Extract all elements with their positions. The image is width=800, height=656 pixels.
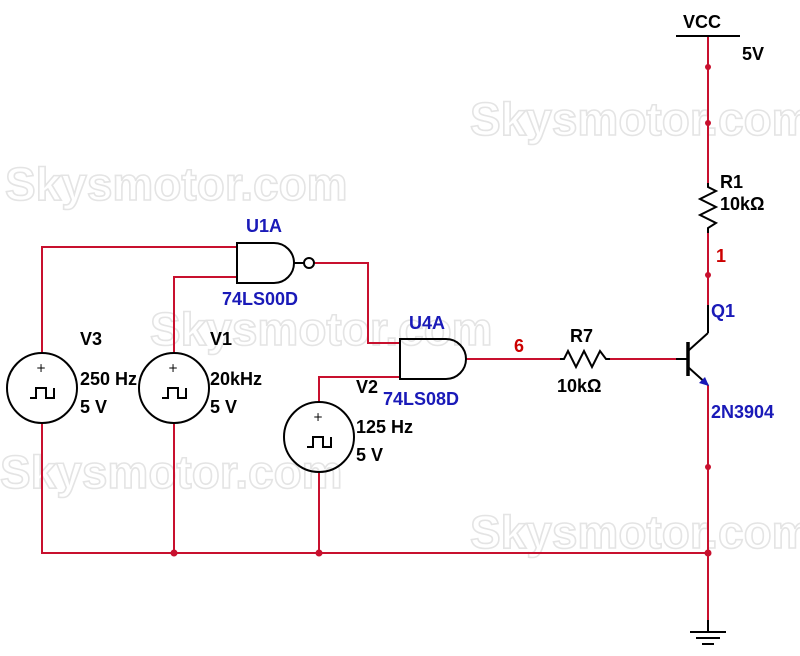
v1-frequency: 20kHz [210, 369, 262, 389]
u1a-ref: U1A [246, 216, 282, 236]
plus-icon: + [168, 361, 178, 375]
u4a-ref: U4A [409, 313, 445, 333]
gate-u1a: U1A 74LS00D [222, 216, 315, 309]
nand-gate-body [236, 242, 295, 284]
resistor-r1-zigzag [697, 183, 719, 233]
junction-dot [704, 549, 712, 557]
transistor-q1: Q1 2N3904 [676, 301, 774, 422]
q1-ref: Q1 [711, 301, 735, 321]
vcc-label: VCC [683, 12, 721, 32]
watermark: Skysmotor.com [470, 93, 800, 145]
and-gate-body [399, 338, 467, 380]
v2-frequency: 125 Hz [356, 417, 413, 437]
junction-dot [705, 64, 711, 70]
source-v1: + V1 20kHz 5 V [138, 329, 262, 424]
resistor-r7: R7 10kΩ [557, 326, 610, 396]
watermark: Skysmotor.com [150, 303, 493, 355]
q1-model: 2N3904 [711, 402, 774, 422]
resistor-r1: R1 10kΩ [697, 172, 764, 233]
gate-u4a: U4A 74LS08D [383, 313, 467, 409]
wire-v2-and [318, 376, 400, 402]
r1-value: 10kΩ [720, 194, 764, 214]
watermark: Skysmotor.com [0, 446, 343, 498]
vcc-voltage: 5V [742, 44, 764, 64]
junction-dot [170, 549, 178, 557]
wire-v3-nand [41, 246, 237, 353]
wire-ground-bus [41, 423, 708, 554]
v3-frequency: 250 Hz [80, 369, 137, 389]
v1-ref: V1 [210, 329, 232, 349]
r7-ref: R7 [570, 326, 593, 346]
square-wave-icon [307, 436, 332, 448]
v2-amplitude: 5 V [356, 445, 383, 465]
ground-icon [690, 620, 726, 645]
square-wave-icon [162, 387, 187, 399]
watermarks: Skysmotor.com Skysmotor.com Skysmotor.co… [0, 92, 800, 559]
nand-inversion-bubble [303, 257, 315, 269]
plus-icon: + [36, 361, 46, 375]
v1-amplitude: 5 V [210, 397, 237, 417]
junction-dot [705, 120, 711, 126]
square-wave-icon [30, 387, 55, 399]
v2-source-circle [283, 401, 355, 473]
q1-collector-lead [687, 332, 709, 352]
v3-amplitude: 5 V [80, 397, 107, 417]
plus-icon: + [313, 410, 323, 424]
junction-dot [315, 549, 323, 557]
junction-dot [705, 272, 711, 278]
u1a-model: 74LS00D [222, 289, 298, 309]
source-v2: + V2 125 Hz 5 V [283, 377, 413, 473]
vcc-supply: VCC 5V [676, 12, 764, 64]
v2-ref: V2 [356, 377, 378, 397]
watermark: Skysmotor.com [5, 158, 348, 210]
v3-source-circle [6, 352, 78, 424]
v3-ref: V3 [80, 329, 102, 349]
net-label-6: 6 [514, 336, 524, 356]
junctions [170, 64, 712, 557]
wire-v1-nand [173, 276, 237, 353]
r1-ref: R1 [720, 172, 743, 192]
junction-dot [705, 464, 711, 470]
net-label-1: 1 [716, 246, 726, 266]
wires [41, 37, 709, 630]
v1-source-circle [138, 352, 210, 424]
source-v3: + V3 250 Hz 5 V [6, 329, 137, 424]
resistor-r7-zigzag [560, 348, 610, 370]
u4a-model: 74LS08D [383, 389, 459, 409]
q1-emitter-arrow [699, 377, 709, 386]
wire-nand-and [315, 262, 400, 344]
watermark: Skysmotor.com [470, 506, 800, 558]
r7-value: 10kΩ [557, 376, 601, 396]
